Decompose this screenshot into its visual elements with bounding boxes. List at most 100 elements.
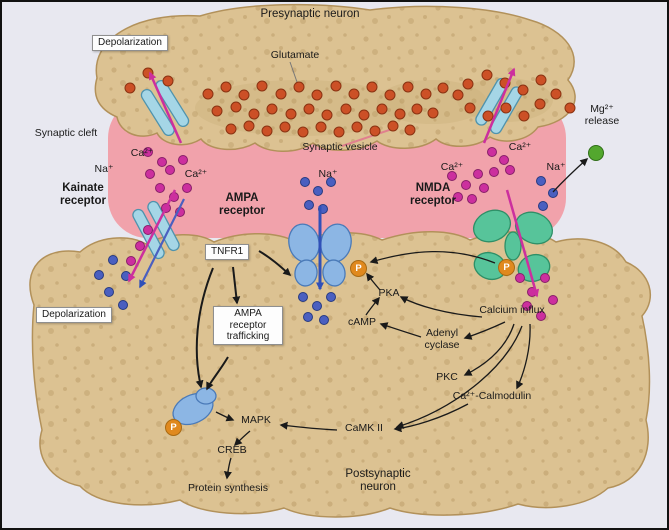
glutamate-molecule [248, 108, 260, 120]
glutamate-molecule [464, 102, 476, 114]
glutamate-molecule [315, 121, 327, 133]
calcium-molecule [453, 192, 463, 202]
trafficked-ampa-receptor-icon [172, 387, 217, 426]
kainate-calcium-arrow [127, 189, 177, 283]
glutamate-molecule [303, 103, 315, 115]
glutamate-molecule [482, 110, 494, 122]
glutamate-molecule [481, 69, 493, 81]
calcium-molecule [178, 155, 188, 165]
nmda-receptor-label: NMDA receptor [409, 182, 457, 208]
calcium-molecule [487, 147, 497, 157]
glutamate-molecule [275, 88, 287, 100]
arrow-pka-to-phosphate [366, 272, 381, 291]
calcium-molecule [135, 241, 145, 251]
synaptic-cleft-label: Synaptic cleft [34, 127, 98, 139]
glutamate-molecule [517, 84, 529, 96]
sodium-molecule [326, 292, 336, 302]
arrow-mapk-to-creb [233, 430, 251, 447]
calcium-molecule [473, 169, 483, 179]
glutamate-molecule [211, 105, 223, 117]
calcium-influx-label: Calcium influx [479, 304, 545, 316]
sodium-molecule [303, 312, 313, 322]
mg-release-label: Mg²⁺ release [584, 103, 620, 128]
glutamate-molecule [238, 89, 250, 101]
glutamate-molecule [321, 109, 333, 121]
phosphate-badge-nmda: P [498, 259, 515, 276]
glutamate-molecule [404, 124, 416, 136]
arrow-camp-to-pka [365, 296, 380, 316]
sodium-molecule [104, 287, 114, 297]
glutamate-molecule [256, 80, 268, 92]
calcium-molecule [461, 180, 471, 190]
phosphate-badge-ampa: P [350, 260, 367, 277]
glutamate-molecule [124, 82, 136, 94]
ca-label-nmda: Ca²⁺ [440, 161, 464, 173]
calcium-molecule [165, 165, 175, 175]
pka-label: PKA [378, 287, 400, 299]
calcium-molecule [467, 194, 477, 204]
glutamate-molecule [564, 102, 576, 114]
tnfr1-box: TNFR1 [205, 244, 250, 260]
sodium-molecule [298, 292, 308, 302]
glutamate-molecule [402, 81, 414, 93]
mapk-label: MAPK [241, 414, 271, 426]
protein-synthesis-label: Protein synthesis [188, 482, 268, 494]
arrow-calmodulin-to-camk2 [393, 403, 469, 433]
glutamate-molecule [394, 108, 406, 120]
calcium-molecule [145, 169, 155, 179]
arrow-tnfr1-to-trafficking [232, 266, 241, 305]
glutamate-molecule [500, 102, 512, 114]
ca-label-left-top: Ca²⁺ [130, 147, 154, 159]
ion-flux-arrows [127, 67, 540, 298]
na-label-right: Na⁺ [546, 161, 566, 173]
glutamate-molecule [384, 89, 396, 101]
depolarization-arrow-left [148, 71, 183, 144]
sodium-molecule [538, 201, 548, 211]
calcium-molecule [536, 311, 546, 321]
sodium-molecule [536, 176, 546, 186]
glutamate-molecule [162, 75, 174, 87]
glutamate-molecule [279, 121, 291, 133]
arrow-nmda-phosphate-to-ampa-phosphate [369, 250, 496, 265]
calcium-molecule [447, 171, 457, 181]
calcium-molecule [522, 301, 532, 311]
na-label-left: Na⁺ [94, 163, 114, 175]
creb-label: CREB [217, 444, 247, 456]
glutamate-molecule [535, 74, 547, 86]
postsynaptic-neuron-label: Postsynaptic neuron [345, 468, 411, 494]
sodium-molecule [312, 301, 322, 311]
glutamate-molecule [376, 103, 388, 115]
sodium-molecule [94, 270, 104, 280]
glutamate-molecule [225, 123, 237, 135]
sodium-molecule [326, 177, 336, 187]
glutamate-molecule [351, 121, 363, 133]
glutamate-molecule [411, 103, 423, 115]
phosphate-badge-pool: P [165, 419, 182, 436]
glutamate-molecule [462, 78, 474, 90]
arrow-receptor-pool-to-mapk [215, 411, 235, 422]
arrow-adenyl-to-camp [379, 322, 422, 338]
kainate-receptor-label: Kainate receptor [59, 182, 107, 208]
glutamate-label: Glutamate [270, 49, 320, 61]
glutamate-molecule [340, 103, 352, 115]
calcium-molecule [143, 147, 153, 157]
pkc-label: PKC [436, 371, 458, 383]
calcium-molecule [489, 167, 499, 177]
calcium-molecule [126, 256, 136, 266]
arrow-calcium-to-calmodulin [516, 323, 531, 390]
glutamate-molecule [330, 80, 342, 92]
sodium-molecule [118, 300, 128, 310]
glutamate-molecule [297, 126, 309, 138]
glutamate-molecule [518, 110, 530, 122]
glutamate-molecule [311, 89, 323, 101]
arrow-calcium-to-camk2 [395, 325, 523, 429]
calcium-molecule [515, 273, 525, 283]
glutamate-molecule [348, 88, 360, 100]
nmda-calcium-arrow [505, 189, 540, 298]
sodium-molecule [313, 186, 323, 196]
glutamate-molecule [285, 108, 297, 120]
glutamate-molecule [333, 126, 345, 138]
arrow-tnfr1-to-receptor-pool [195, 267, 214, 389]
glutamate-molecule [369, 125, 381, 137]
calcium-molecule [143, 225, 153, 235]
